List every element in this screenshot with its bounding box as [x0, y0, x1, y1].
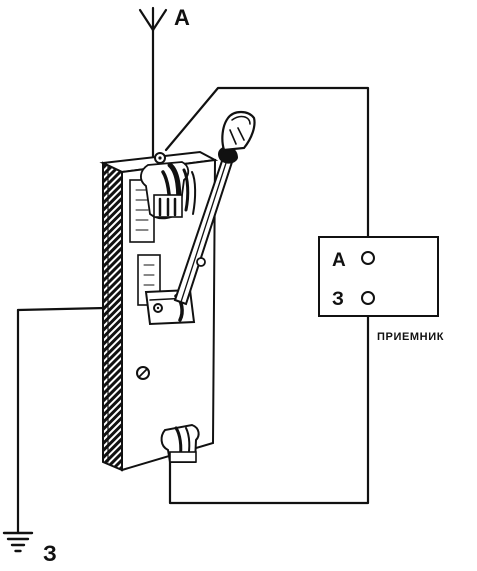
wire-bottom-contact-to-receiver-ground [168, 303, 370, 505]
receiver-antenna-terminal [361, 251, 375, 265]
receiver-ground-terminal [361, 291, 375, 305]
board-edge-face [102, 161, 123, 472]
switch-handle [218, 110, 256, 164]
bottom-contact-clip [160, 423, 200, 463]
receiver-ground-label: З [332, 289, 344, 310]
board-screw [136, 366, 150, 380]
receiver-box: А З [318, 236, 439, 317]
antenna-label: А [174, 5, 190, 30]
wire-top-contact-to-receiver-antenna [164, 86, 370, 254]
ground-symbol [2, 308, 34, 553]
top-contact-clip [129, 152, 197, 243]
receiver-caption: ПРИЕМНИК [377, 331, 444, 343]
antenna-symbol [138, 6, 168, 160]
receiver-antenna-label: А [332, 250, 346, 271]
ground-label: З [43, 541, 57, 566]
